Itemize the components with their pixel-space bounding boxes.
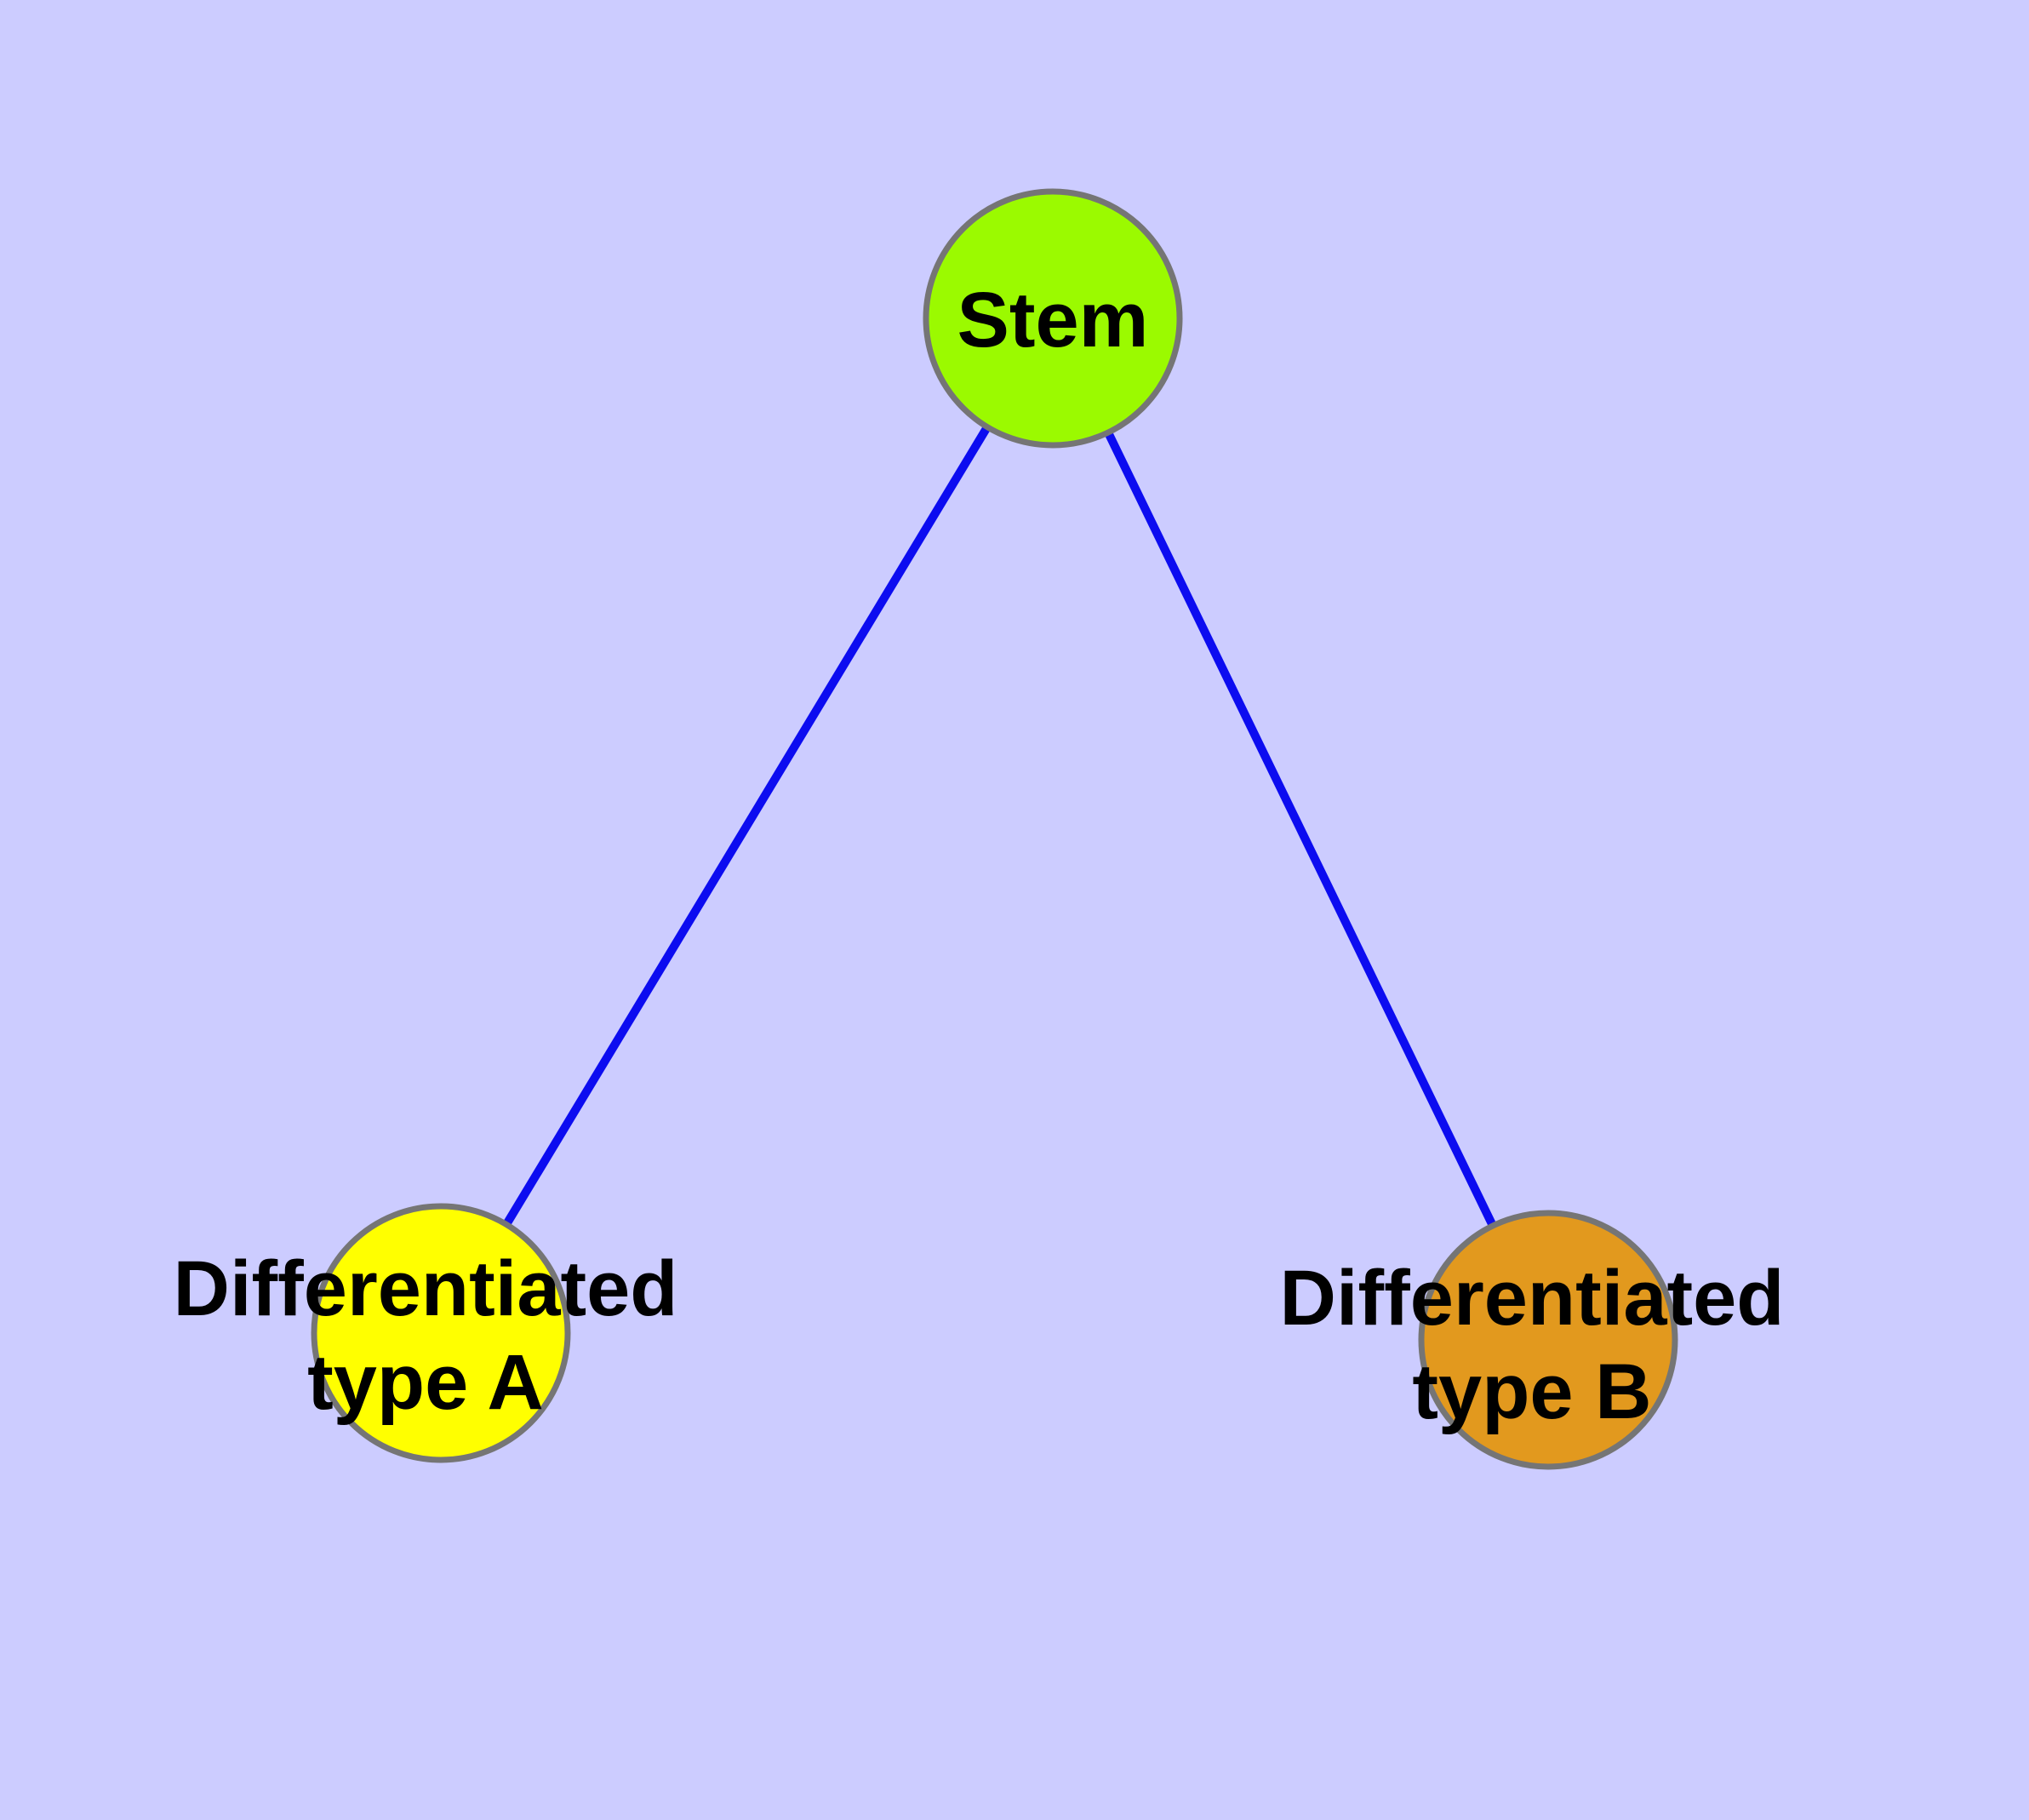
node-label-stem-line: Stem	[957, 277, 1149, 363]
node-label-type-a-line-2: type A	[307, 1339, 544, 1426]
edge-stem-to-type-b	[1049, 316, 1552, 1342]
node-label-differentiated-type-b: Differentiated type B	[1149, 1251, 1915, 1439]
node-differentiated-type-a	[311, 1203, 571, 1463]
node-label-stem: Stem	[797, 273, 1308, 367]
node-label-type-b-line-1: Differentiated	[1279, 1255, 1785, 1342]
node-label-differentiated-type-a: Differentiated type A	[43, 1242, 809, 1429]
node-label-type-a-line-1: Differentiated	[173, 1245, 678, 1332]
node-stem	[923, 188, 1183, 449]
node-label-type-b-line-2: type B	[1412, 1348, 1652, 1435]
edge-stem-to-type-a	[437, 316, 1057, 1336]
node-differentiated-type-b	[1418, 1210, 1678, 1470]
